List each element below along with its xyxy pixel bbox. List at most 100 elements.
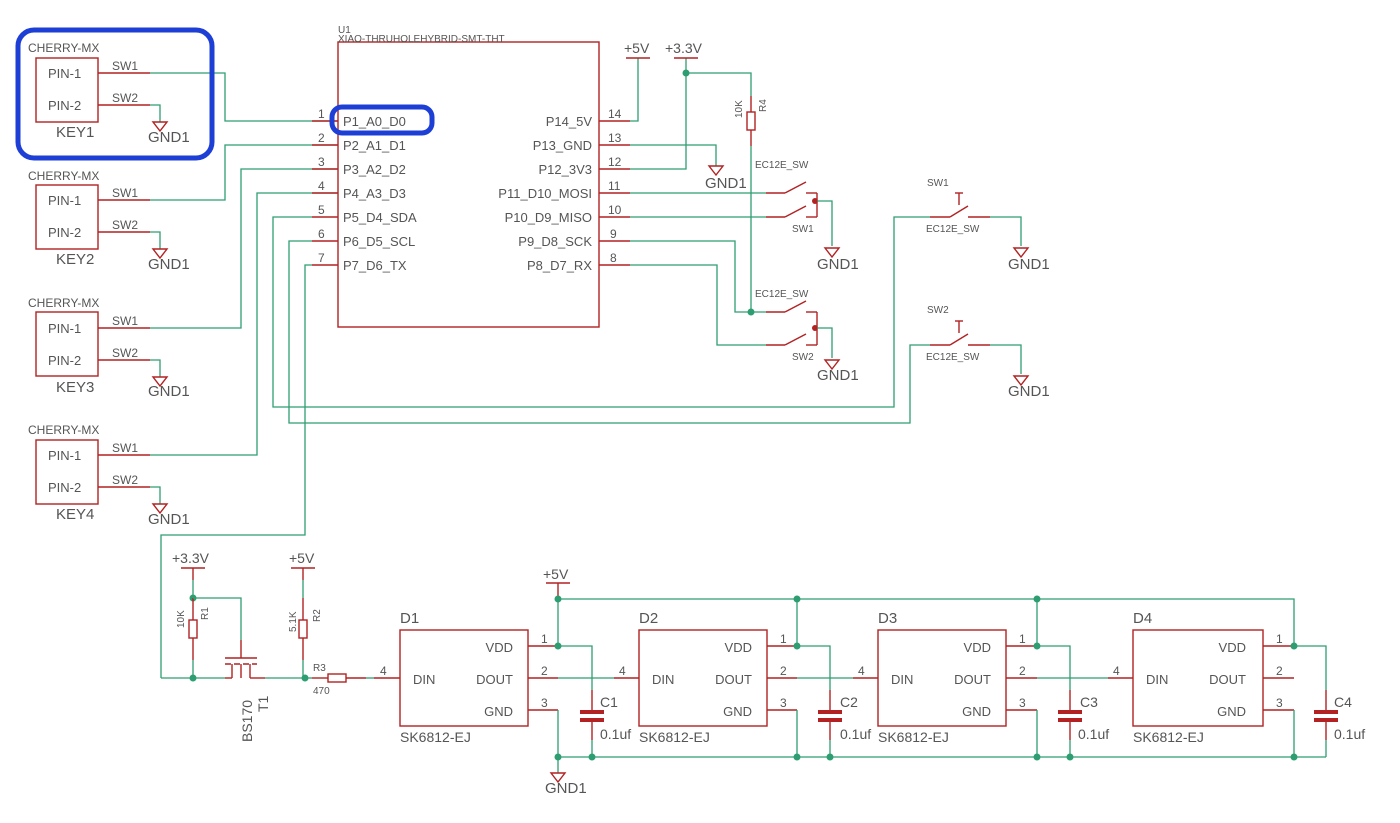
led-pin-num: 2 bbox=[1276, 664, 1283, 678]
led-vdd-label: VDD bbox=[1219, 640, 1246, 655]
gnd-label: GND1 bbox=[148, 129, 190, 146]
led-value: SK6812-EJ bbox=[639, 729, 710, 745]
key-sw1-label: SW1 bbox=[112, 441, 138, 455]
led-ref: D1 bbox=[400, 610, 419, 627]
mcu-ref: U1 bbox=[338, 25, 351, 36]
key-switch-3: CHERRY-MX PIN-1 PIN-2 SW1 SW2 KEY3 bbox=[28, 296, 150, 396]
led-pin-num: 3 bbox=[541, 696, 548, 710]
key-sw2-label: SW2 bbox=[112, 473, 138, 487]
key-name-label: KEY2 bbox=[56, 251, 94, 268]
led-dout-label: DOUT bbox=[954, 672, 991, 687]
vcc-3v3-label: +3.3V bbox=[665, 40, 703, 56]
cap-ref: C4 bbox=[1334, 694, 1352, 710]
key-nets bbox=[150, 72, 338, 456]
led-d3: D3 DIN VDD DOUT GND SK6812-EJ 4 1 2 3 C3… bbox=[853, 599, 1109, 761]
mcu-pin-num: 6 bbox=[318, 227, 325, 241]
mcu-pin-num: 12 bbox=[608, 155, 622, 169]
led-din-label: DIN bbox=[413, 672, 435, 687]
mcu-pin-name: P1_A0_D0 bbox=[343, 114, 406, 129]
mcu-left-nets bbox=[160, 216, 930, 678]
mcu-pin-num: 2 bbox=[318, 131, 325, 145]
key-type-label: CHERRY-MX bbox=[28, 296, 99, 310]
vcc-3v3-label: +3.3V bbox=[172, 550, 210, 566]
led-d1: D1 DIN VDD DOUT GND SK6812-EJ 4 1 2 3 C1… bbox=[374, 599, 631, 761]
mcu-power: +5V +3.3V GND1 10K R4 bbox=[624, 40, 769, 316]
cap-ref: C2 bbox=[840, 694, 858, 710]
mcu-pin-name: P6_D5_SCL bbox=[343, 234, 415, 249]
key-pin1-label: PIN-1 bbox=[48, 321, 81, 336]
cap-ref: C3 bbox=[1080, 694, 1098, 710]
led-d4: D4 DIN VDD DOUT GND SK6812-EJ 4 1 2 3 C4… bbox=[1108, 610, 1365, 761]
mcu-pin-num: 10 bbox=[608, 203, 622, 217]
led-value: SK6812-EJ bbox=[1133, 729, 1204, 745]
led-pin-num: 1 bbox=[541, 632, 548, 646]
mcu-pin-name: P2_A1_D1 bbox=[343, 138, 406, 153]
t1-value: BS170 bbox=[239, 700, 255, 742]
led-pin-num: 4 bbox=[619, 664, 626, 678]
led-ref: D3 bbox=[878, 610, 897, 627]
key1-highlight bbox=[15, 27, 215, 161]
led-vdd-label: VDD bbox=[964, 640, 991, 655]
t1-ref: T1 bbox=[255, 695, 271, 712]
led-din-label: DIN bbox=[891, 672, 913, 687]
led-pin-num: 4 bbox=[380, 664, 387, 678]
key-name-label: KEY1 bbox=[56, 124, 94, 141]
led-pin-num: 1 bbox=[780, 632, 787, 646]
led-pin-num: 1 bbox=[1276, 632, 1283, 646]
key-pin1-label: PIN-1 bbox=[48, 193, 81, 208]
r3-ref: R3 bbox=[313, 663, 326, 674]
mcu-pin-name: P12_3V3 bbox=[539, 162, 593, 177]
r4-ref: R4 bbox=[758, 99, 769, 112]
gnd-label: GND1 bbox=[545, 780, 587, 797]
gnd-label: GND1 bbox=[1008, 256, 1050, 273]
key-pin2-label: PIN-2 bbox=[48, 480, 81, 495]
mcu-pin-name: P11_D10_MOSI bbox=[498, 186, 592, 201]
key-sw1-label: SW1 bbox=[112, 186, 138, 200]
mcu-pin-num: 4 bbox=[318, 179, 325, 193]
mcu-u1: U1 XIAO-THRUHOLEHYBRID-SMT-THT 1 2 3 4 5… bbox=[312, 25, 630, 328]
mcu-value: XIAO-THRUHOLEHYBRID-SMT-THT bbox=[338, 34, 505, 45]
cap-value: 0.1uf bbox=[1334, 726, 1365, 742]
r2-ref: R2 bbox=[312, 609, 323, 622]
gnd-label: GND1 bbox=[1008, 383, 1050, 400]
led-d2: D2 DIN VDD DOUT GND SK6812-EJ 4 1 2 3 C2… bbox=[614, 599, 871, 761]
led-din-label: DIN bbox=[652, 672, 674, 687]
led-pin-num: 2 bbox=[780, 664, 787, 678]
mcu-pin-name: P10_D9_MISO bbox=[505, 210, 592, 225]
led-value: SK6812-EJ bbox=[400, 729, 471, 745]
led-pin-num: 3 bbox=[1276, 696, 1283, 710]
pin1-highlight bbox=[329, 104, 435, 136]
cap-value: 0.1uf bbox=[1078, 726, 1109, 742]
encoder-type: EC12E_SW bbox=[755, 289, 809, 300]
led-dout-label: DOUT bbox=[715, 672, 752, 687]
led-pin-num: 3 bbox=[780, 696, 787, 710]
led-gnd-label: GND bbox=[962, 704, 991, 719]
mcu-pin-num: 7 bbox=[318, 251, 325, 265]
button-ref: SW2 bbox=[927, 305, 949, 316]
button-sw1: SW1 EC12E_SW GND1 bbox=[926, 178, 1050, 273]
key-sw1-label: SW1 bbox=[112, 314, 138, 328]
cap-value: 0.1uf bbox=[840, 726, 871, 742]
key-type-label: CHERRY-MX bbox=[28, 41, 99, 55]
key-gnd-symbols: GND1 GND1 GND1 GND1 bbox=[148, 104, 190, 528]
key-type-label: CHERRY-MX bbox=[28, 423, 99, 437]
led-pin-num: 4 bbox=[1113, 664, 1120, 678]
led-pin-num: 1 bbox=[1019, 632, 1026, 646]
r3-value: 470 bbox=[313, 686, 330, 697]
r2-value: 5.1K bbox=[288, 611, 299, 632]
led-value: SK6812-EJ bbox=[878, 729, 949, 745]
gnd-label: GND1 bbox=[817, 367, 859, 384]
vcc-5v-label: +5V bbox=[624, 40, 650, 56]
mcu-pin-name: P3_A2_D2 bbox=[343, 162, 406, 177]
key-pin2-label: PIN-2 bbox=[48, 225, 81, 240]
gnd-label: GND1 bbox=[817, 256, 859, 273]
key-pin1-label: PIN-1 bbox=[48, 66, 81, 81]
encoder-sw2: EC12E_SW SW2 GND1 bbox=[630, 240, 859, 384]
gnd-label: GND1 bbox=[148, 511, 190, 528]
button-sw2: SW2 EC12E_SW GND1 bbox=[926, 305, 1050, 400]
r1-ref: R1 bbox=[200, 607, 211, 620]
mcu-pin-num: 13 bbox=[608, 131, 622, 145]
encoder-sw1: EC12E_SW SW1 GND1 bbox=[630, 160, 859, 273]
mcu-pin-name: P13_GND bbox=[533, 138, 592, 153]
